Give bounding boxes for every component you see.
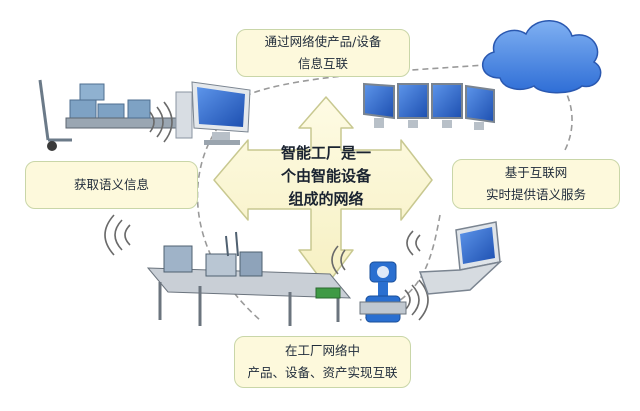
- production-line-icon: [146, 231, 352, 326]
- box-left-line-1: 获取语义信息: [73, 177, 149, 192]
- center-line-2: 个由智能设备: [280, 167, 371, 185]
- desktop-computer-icon: [175, 81, 251, 145]
- box-semantic-info: 获取语义信息: [25, 161, 198, 209]
- box-bottom-line-2: 产品、设备、资产实现互联: [247, 365, 398, 380]
- box-top-line-2: 信息互联: [297, 56, 348, 71]
- center-statement: 智能工厂是一 个由智能设备 组成的网络: [253, 142, 399, 211]
- laptop-icon: [418, 221, 503, 295]
- box-right-line-1: 基于互联网: [504, 165, 568, 180]
- box-top-line-1: 通过网络使产品/设备: [264, 34, 382, 49]
- box-product-device-interconnect: 通过网络使产品/设备 信息互联: [236, 29, 410, 77]
- flow-meter-icon: [359, 261, 407, 323]
- box-factory-network: 在工厂网络中 产品、设备、资产实现互联: [234, 336, 411, 388]
- center-line-1: 智能工厂是一: [280, 144, 371, 162]
- box-right-line-2: 实时提供语义服务: [485, 187, 586, 202]
- center-line-3: 组成的网络: [288, 190, 364, 208]
- cloud-icon: [482, 20, 602, 94]
- box-bottom-line-1: 在工厂网络中: [284, 343, 360, 358]
- server-monitors-icon: [363, 82, 495, 130]
- box-semantic-service: 基于互联网 实时提供语义服务: [452, 159, 620, 209]
- warehouse-cart-icon: [38, 79, 177, 151]
